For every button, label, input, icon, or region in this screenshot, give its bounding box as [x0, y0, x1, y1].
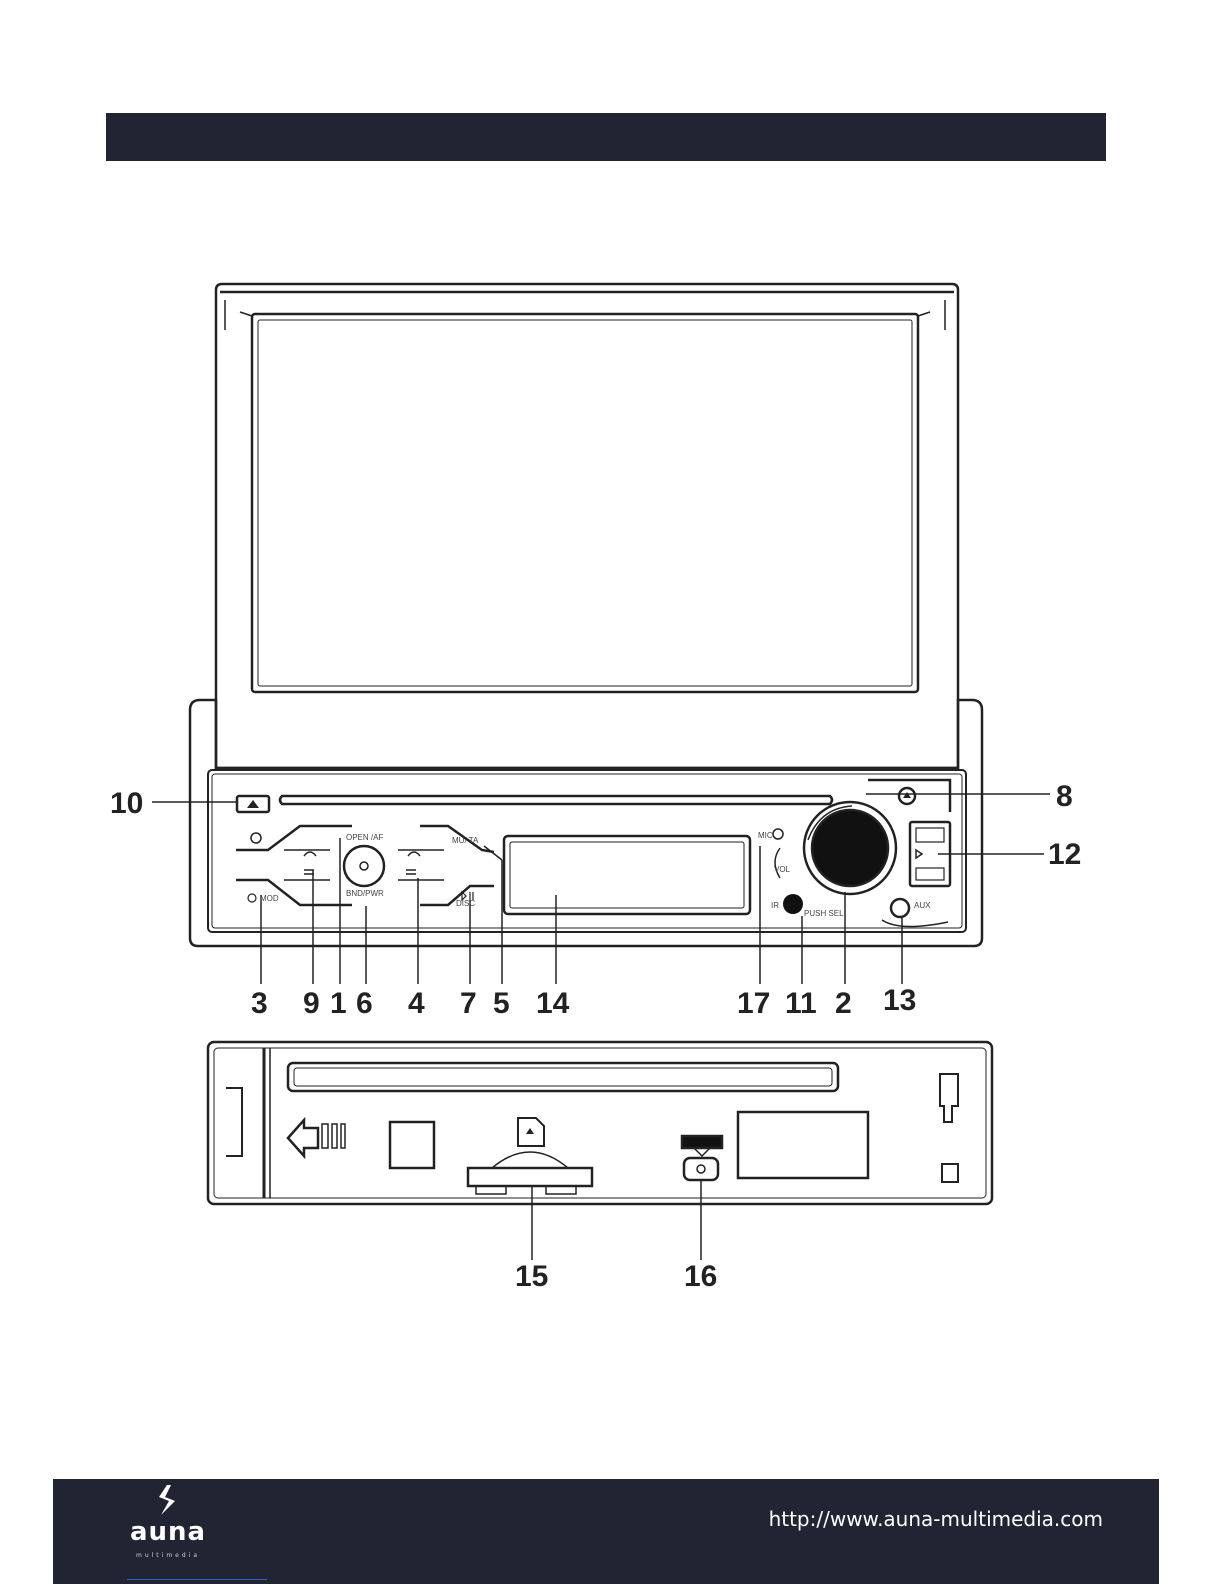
footer: auna multimedia http://www.auna-multimed…: [53, 1479, 1159, 1584]
label-aux: AUX: [914, 901, 931, 910]
callout-8: 8: [1056, 780, 1073, 813]
logo-underline: [127, 1579, 267, 1580]
callout-13: 13: [883, 984, 916, 1017]
callout-17: 17: [737, 987, 770, 1020]
label-vol: VOL: [774, 865, 791, 874]
label-disc: DISC: [456, 899, 475, 908]
label-push-sel: PUSH SEL: [804, 909, 844, 918]
open-knob-6: [344, 846, 384, 886]
chassis-front: [208, 1042, 992, 1204]
label-mode: MOD: [260, 894, 279, 903]
callout-5: 5: [493, 987, 510, 1020]
callout-2: 2: [835, 987, 852, 1020]
footer-url[interactable]: http://www.auna-multimedia.com: [769, 1507, 1103, 1531]
callout-16: 16: [684, 1260, 717, 1293]
lcd-display-14: [504, 836, 750, 914]
ir-sensor-11: [783, 894, 803, 914]
callout-7: 7: [460, 987, 477, 1020]
callout-1: 1: [330, 987, 347, 1020]
aux-jack-13: [891, 899, 909, 917]
label-band: BND/PWR: [346, 889, 384, 898]
arrow-icon: [288, 1120, 318, 1156]
callout-12: 12: [1048, 838, 1081, 871]
callout-3: 3: [251, 987, 268, 1020]
disc-slot: [280, 796, 832, 804]
sd-slot-15: [468, 1168, 592, 1186]
callout-14: 14: [536, 987, 570, 1020]
callout-4: 4: [408, 987, 425, 1020]
usb-port-16: [684, 1158, 718, 1180]
callout-10: 10: [110, 787, 143, 820]
callout-11: 11: [785, 987, 817, 1020]
logo-subtext: multimedia: [113, 1552, 223, 1559]
mic-17: [773, 829, 783, 839]
callout-15: 15: [515, 1260, 548, 1293]
callout-9: 9: [303, 987, 320, 1020]
auna-logo-icon: [149, 1483, 189, 1519]
label-mic: MIC: [758, 831, 773, 840]
chassis-disc-slot: [288, 1063, 838, 1091]
screen-display: [252, 314, 918, 692]
label-mutta: MU/ TA: [452, 836, 479, 845]
callout-6: 6: [356, 987, 373, 1020]
label-open: OPEN /AF: [346, 833, 383, 842]
screen-frame: [216, 284, 958, 768]
logo-text: auna: [113, 1517, 223, 1547]
usb-icon: [682, 1136, 722, 1148]
power-button: [236, 826, 352, 850]
label-ir: IR: [771, 901, 779, 910]
